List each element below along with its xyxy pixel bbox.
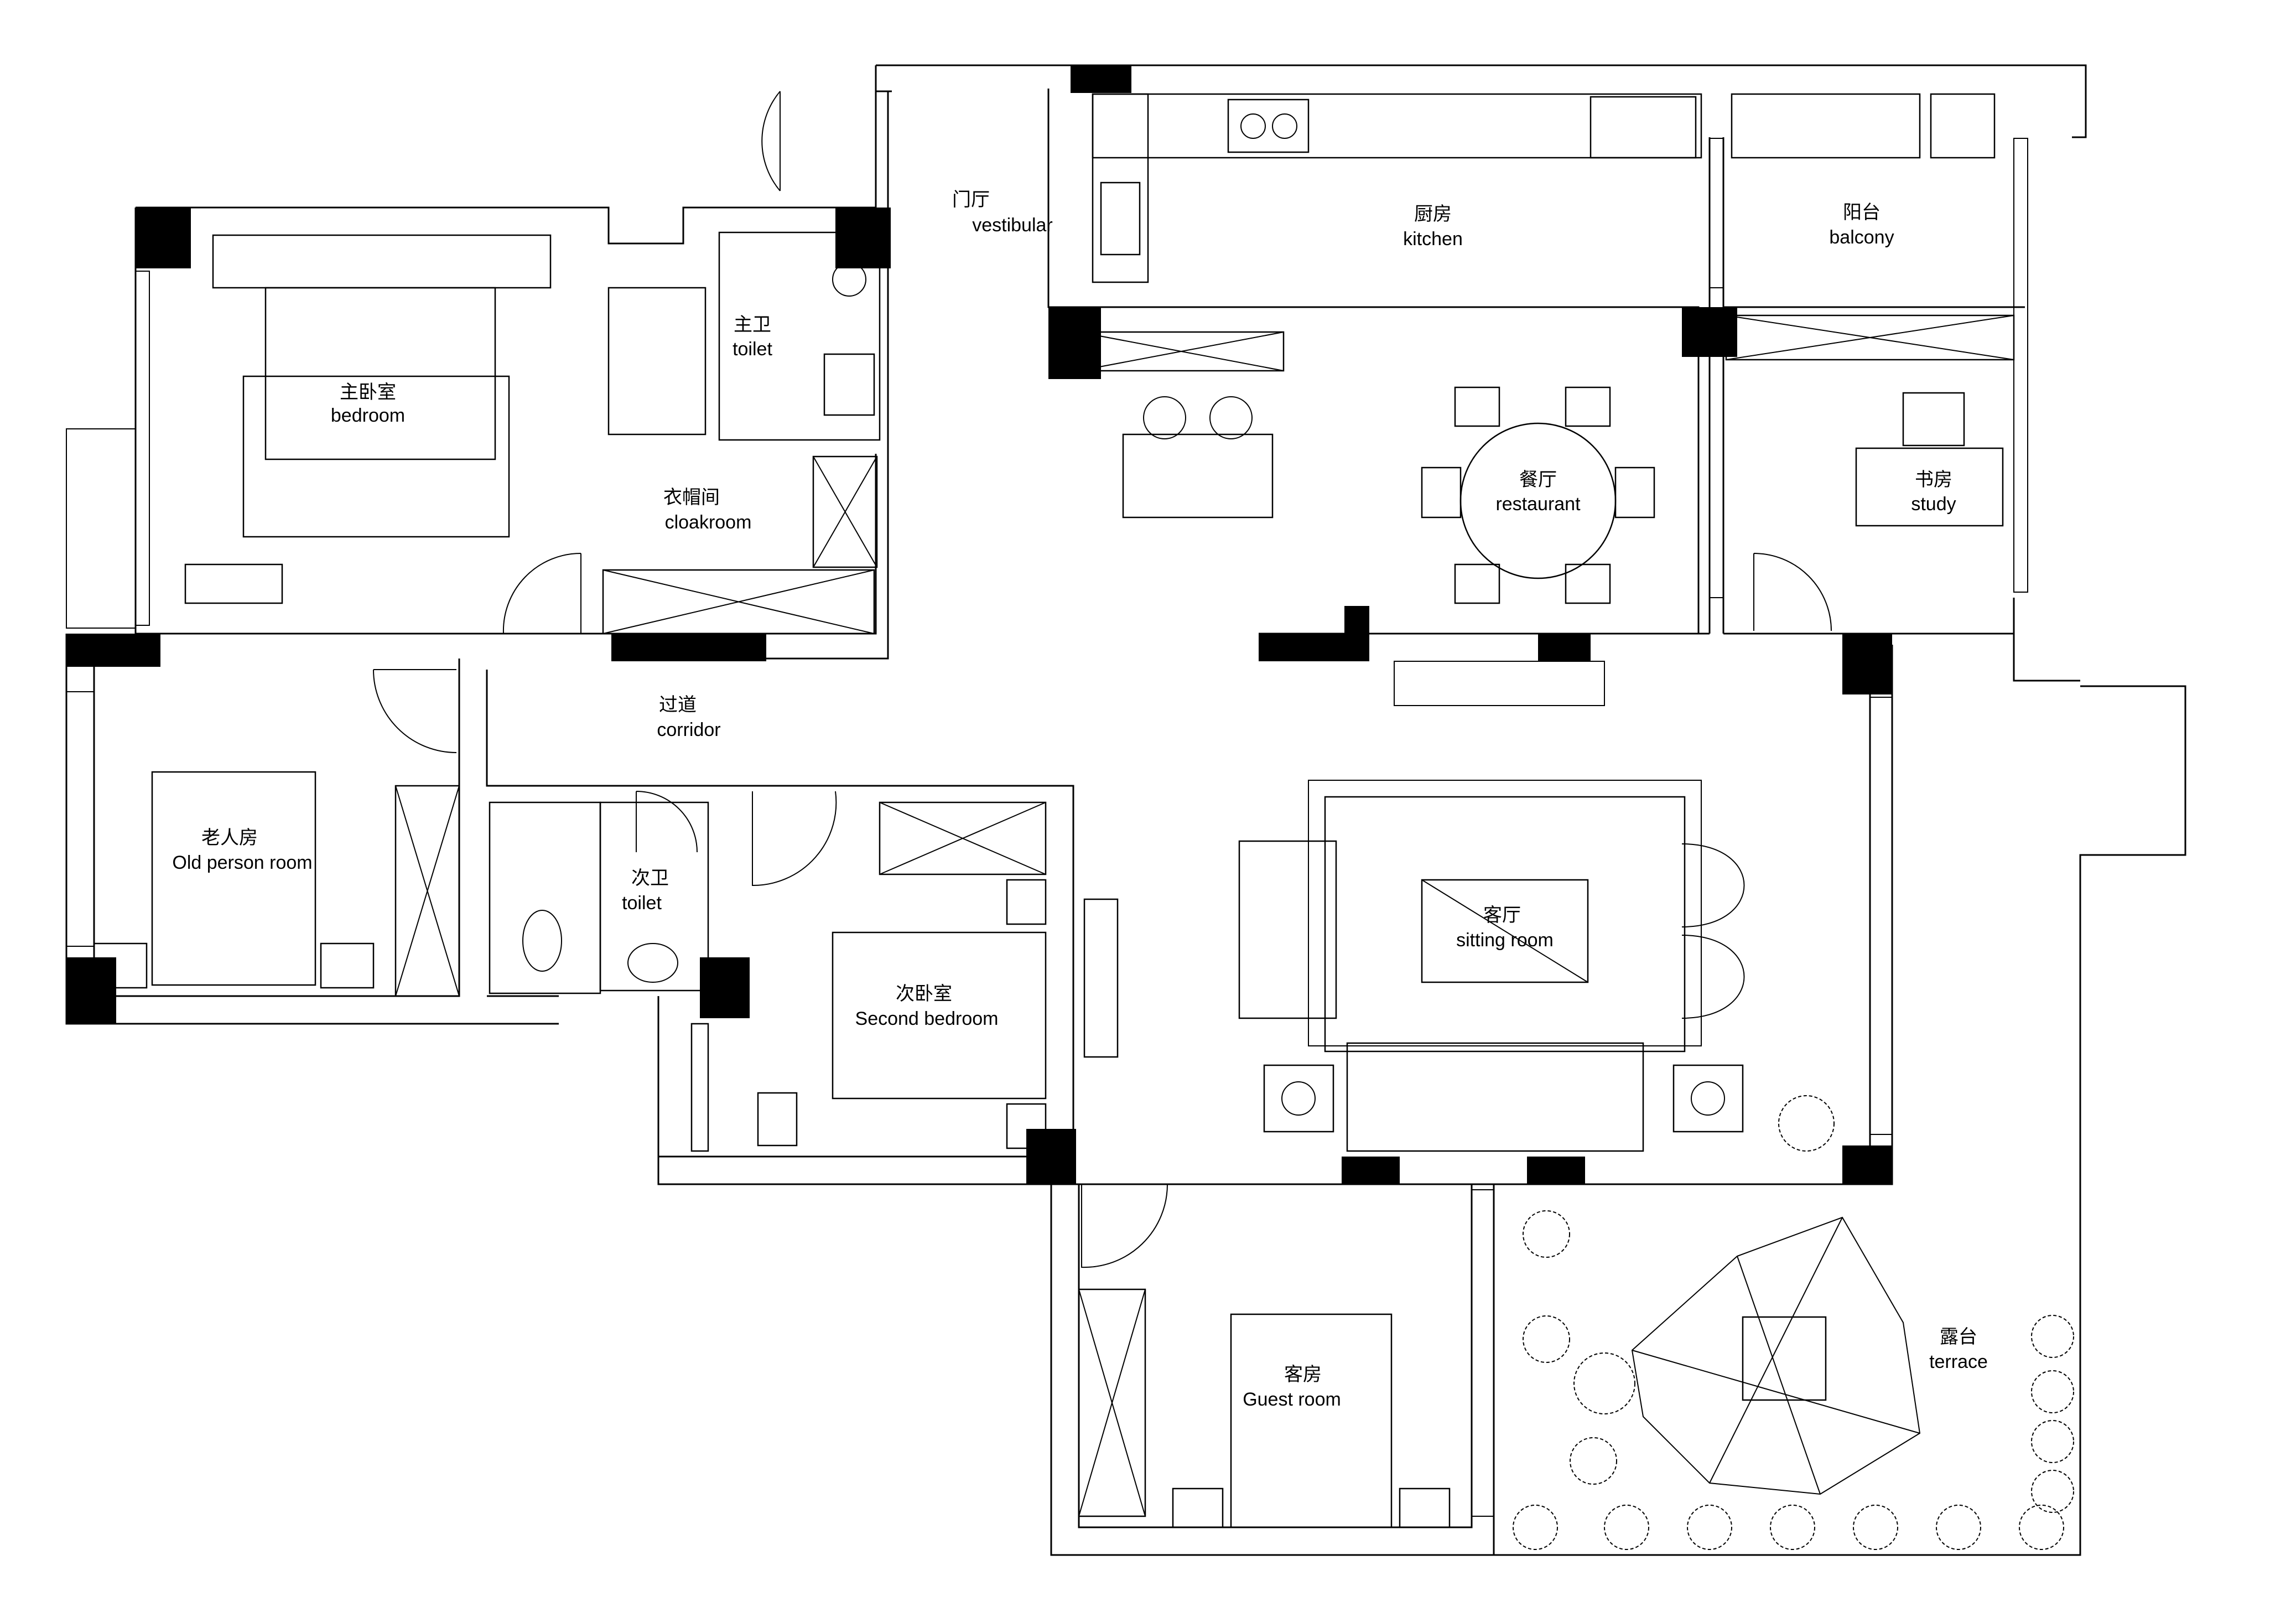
dining-fixtures — [1421, 386, 2004, 604]
sitting-room-fixtures — [1238, 780, 1835, 1152]
room-name-en: sitting room — [1456, 930, 1554, 951]
room-name-zh: 阳台 — [1843, 201, 1881, 224]
room-name-en: terrace — [1929, 1351, 1988, 1372]
room-label-master-bedroom: 主卧室 bedroom — [331, 381, 405, 426]
room-name-en: restaurant — [1495, 494, 1581, 515]
room-name-zh: 次卧室 — [896, 983, 952, 1005]
room-name-zh: 书房 — [1915, 469, 1952, 491]
room-labels: 门厅 vestibular 厨房 kitchen 阳台 balcony 主卧室 … — [172, 189, 1988, 1410]
room-name-zh: 过道 — [659, 694, 697, 716]
room-name-en: Second bedroom — [855, 1008, 999, 1029]
room-name-zh: 衣帽间 — [663, 486, 720, 509]
second-bedroom-fixtures — [690, 801, 1119, 1152]
room-name-en: balcony — [1829, 227, 1894, 248]
room-label-second-toilet: 次卫 toilet — [622, 867, 669, 914]
old-person-room-fixtures — [93, 771, 709, 997]
room-label-balcony: 阳台 balcony — [1829, 201, 1894, 248]
room-label-vestibular: 门厅 vestibular — [952, 189, 1053, 236]
room-name-zh: 客房 — [1284, 1364, 1322, 1386]
room-name-zh: 主卧室 — [340, 381, 396, 403]
room-name-en: cloakroom — [665, 512, 752, 533]
room-label-study: 书房 study — [1911, 469, 1956, 515]
room-label-guest-room: 客房 Guest room — [1243, 1364, 1341, 1410]
room-name-en: toilet — [733, 339, 772, 360]
room-name-en: vestibular — [972, 215, 1053, 236]
terrace-fixtures — [1513, 1210, 2074, 1550]
room-name-zh: 客厅 — [1483, 904, 1521, 926]
room-label-terrace: 露台 terrace — [1929, 1326, 1988, 1372]
room-name-zh: 厨房 — [1414, 203, 1452, 225]
room-label-restaurant: 餐厅 restaurant — [1495, 469, 1581, 515]
room-name-en: Guest room — [1243, 1389, 1341, 1410]
room-name-zh: 老人房 — [201, 827, 258, 849]
master-bedroom-fixtures — [184, 231, 881, 635]
room-label-second-bedroom: 次卧室 Second bedroom — [855, 983, 999, 1029]
walls — [65, 64, 2186, 1556]
kitchen-fixtures — [1078, 93, 2015, 519]
room-name-en: corridor — [657, 719, 720, 740]
room-name-zh: 主卫 — [734, 314, 771, 336]
room-label-master-toilet: 主卫 toilet — [733, 314, 772, 360]
windows — [66, 138, 2028, 1517]
room-name-en: kitchen — [1403, 229, 1463, 250]
room-name-zh: 次卫 — [631, 867, 669, 889]
room-name-en: toilet — [622, 893, 662, 914]
room-name-zh: 餐厅 — [1519, 469, 1557, 491]
room-label-cloakroom: 衣帽间 cloakroom — [663, 486, 751, 533]
room-label-kitchen: 厨房 kitchen — [1403, 203, 1463, 250]
room-label-corridor: 过道 corridor — [657, 694, 720, 740]
room-name-en: study — [1911, 494, 1956, 515]
room-name-zh: 露台 — [1940, 1326, 1977, 1348]
door-swings — [373, 91, 1832, 1268]
room-label-sitting-room: 客厅 sitting room — [1456, 904, 1554, 951]
room-label-old-person-room: 老人房 Old person room — [172, 827, 312, 873]
guest-room-fixtures — [1078, 1288, 1451, 1528]
room-name-zh: 门厅 — [952, 189, 990, 211]
room-name-en: Old person room — [172, 852, 312, 873]
room-name-en: bedroom — [331, 405, 405, 426]
